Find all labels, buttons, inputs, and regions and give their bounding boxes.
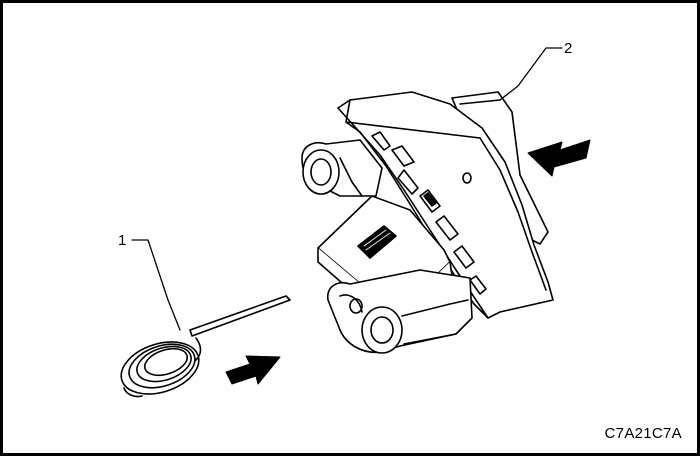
- spring-clip: [120, 295, 291, 398]
- actuator-housing: [301, 91, 554, 354]
- figure-code: C7A21C7A: [604, 425, 682, 442]
- right-push-arrow: [225, 355, 281, 385]
- left-push-arrow: [527, 139, 591, 177]
- callout-number-2: 2: [564, 40, 573, 57]
- callout-leader-1: [131, 239, 181, 331]
- callout-number-1: 1: [118, 232, 127, 249]
- callout-leader-2: [499, 47, 563, 101]
